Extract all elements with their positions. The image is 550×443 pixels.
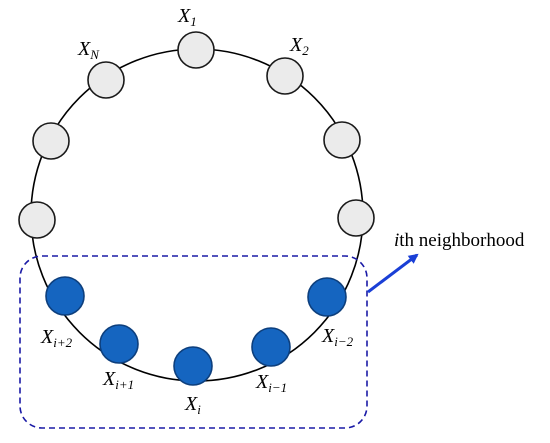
label-xn: XN (77, 38, 100, 62)
label-xi-plus-2: Xi+2 (40, 326, 73, 350)
node-xi-plus-1 (99, 324, 139, 364)
ring-circle (30, 48, 364, 382)
label-xi: Xi (184, 393, 201, 417)
neighborhood-box (19, 255, 368, 429)
node-left-1 (32, 122, 70, 160)
node-x1 (177, 31, 215, 69)
ring-nodes (18, 31, 375, 386)
neighborhood-caption: ith neighborhood (394, 230, 525, 251)
label-xi-minus-2: Xi−2 (321, 325, 354, 349)
node-xi (173, 346, 213, 386)
node-xn (87, 61, 125, 99)
neighborhood-arrow (367, 253, 419, 294)
label-x2: X2 (289, 34, 309, 58)
node-xi-minus-1 (251, 327, 291, 367)
node-xi-minus-2 (307, 277, 347, 317)
node-left-2 (18, 201, 56, 239)
node-right-2 (337, 199, 375, 237)
node-right-1 (323, 121, 361, 159)
label-xi-minus-1: Xi−1 (255, 371, 287, 395)
node-xi-plus-2 (45, 276, 85, 316)
label-x1: X1 (177, 5, 197, 29)
node-x2 (266, 57, 304, 95)
label-xi-plus-1: Xi+1 (102, 368, 134, 392)
